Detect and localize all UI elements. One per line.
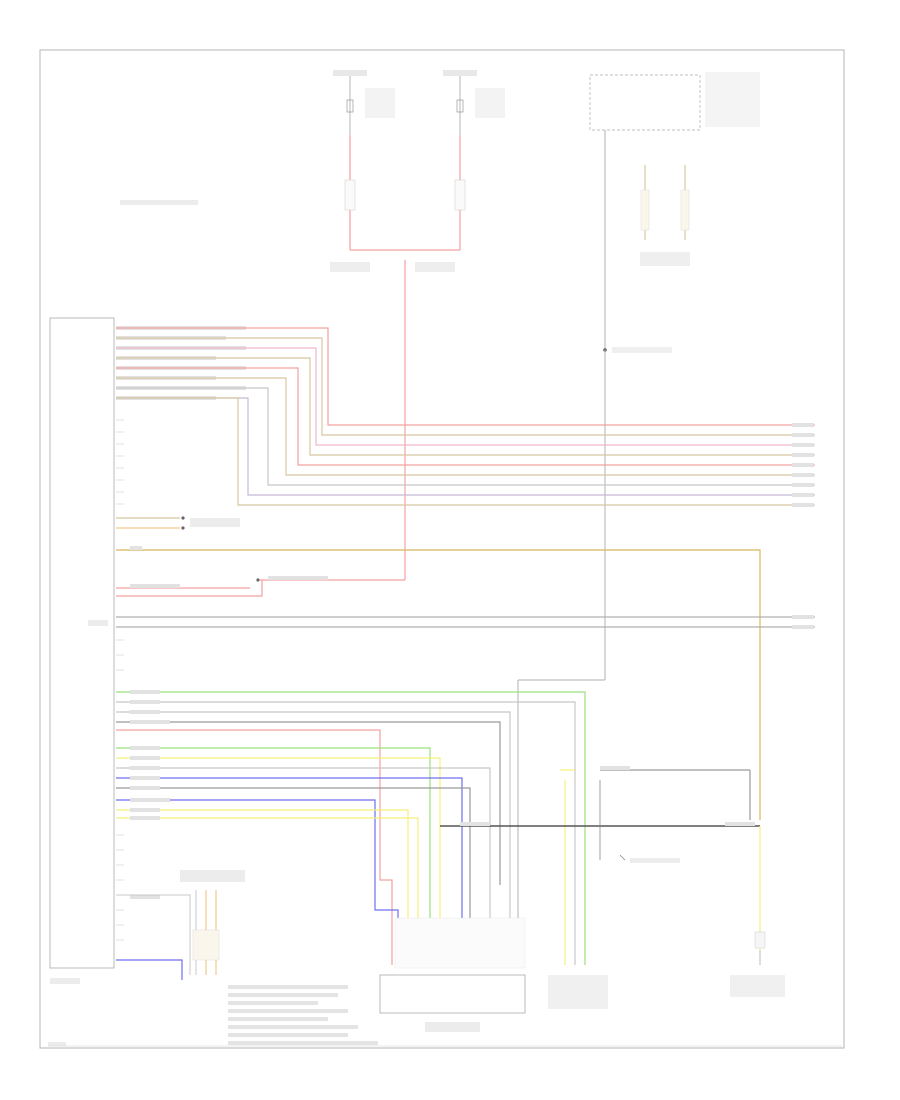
lower-labels bbox=[130, 690, 755, 826]
top-fuse-section bbox=[330, 70, 505, 580]
pin-labels bbox=[116, 326, 246, 400]
mid-wires bbox=[116, 517, 815, 820]
bus-end-labels bbox=[792, 423, 814, 507]
footer-mark bbox=[48, 1042, 66, 1046]
lower-left-connector bbox=[116, 870, 245, 975]
ground-point bbox=[599, 780, 680, 863]
top-right-module bbox=[517, 72, 760, 935]
pin-ticks bbox=[116, 419, 124, 941]
legend-block bbox=[228, 985, 378, 1045]
main-module bbox=[49, 317, 115, 984]
diagram-frame bbox=[39, 49, 845, 1049]
lower-wires bbox=[116, 691, 761, 980]
bottom-right-modules bbox=[548, 931, 785, 1009]
bottom-center-module bbox=[379, 917, 526, 1032]
bus-wires bbox=[116, 327, 815, 506]
legend-mark bbox=[120, 200, 198, 205]
